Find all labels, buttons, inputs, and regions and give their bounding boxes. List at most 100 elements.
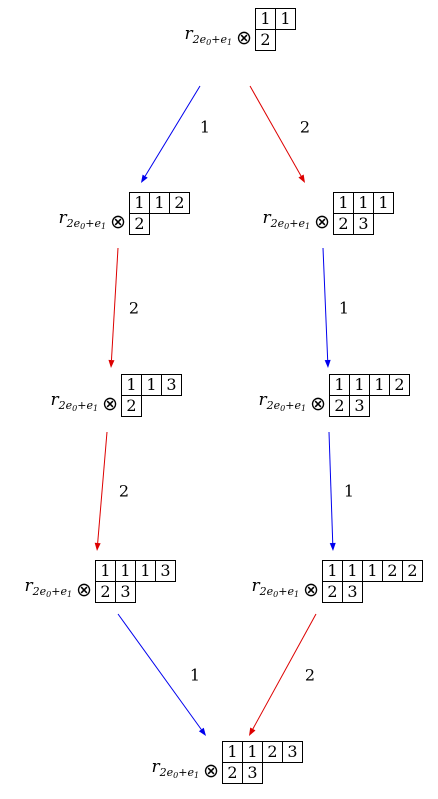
edge-arrow-r2-r3 — [328, 431, 336, 551]
edge-line — [117, 613, 202, 730]
weight-sub: 2e0+e1 — [270, 217, 311, 231]
tableau-cell: 1 — [275, 8, 296, 30]
arrowhead — [298, 174, 305, 183]
weight-r: r — [58, 208, 67, 228]
edge-line — [110, 247, 119, 361]
edge-line — [97, 431, 108, 544]
tableau-cell: 2 — [129, 213, 150, 235]
edge-label-l2-l3: 2 — [118, 481, 130, 501]
weight-label: r2e0+e1 — [51, 392, 99, 413]
weight-r: r — [50, 390, 59, 410]
tensor-product-symbol: ⊗ — [303, 579, 319, 601]
weight-sub: 2e0+e1 — [66, 217, 107, 231]
arrowhead — [198, 727, 206, 736]
tensor-product-symbol: ⊗ — [310, 393, 326, 415]
tableau-cell: 2 — [389, 374, 410, 396]
edge-line — [144, 85, 201, 177]
weight-label: r2e0+e1 — [59, 210, 107, 231]
edge-line — [252, 613, 317, 730]
weight-sub: 2e0+e1 — [32, 585, 73, 599]
edge-arrow-r1-r2 — [322, 247, 331, 368]
tableau-cell: 2 — [169, 192, 190, 214]
tensor-product-symbol: ⊗ — [203, 760, 219, 782]
tableau-row: 2 — [255, 29, 295, 51]
weight-label: r2e0+e1 — [263, 210, 311, 231]
arrowhead — [94, 542, 101, 551]
weight-r: r — [151, 757, 160, 777]
tableau-cell: 3 — [161, 374, 182, 396]
edge-arrow-top-r1 — [249, 85, 305, 183]
arrowhead — [141, 174, 148, 183]
edge-label-top-r1: 2 — [299, 117, 311, 137]
tableau-cell: 2 — [121, 395, 142, 417]
tableau-cell: 3 — [155, 560, 176, 582]
edge-arrow-top-l1 — [141, 85, 201, 183]
weight-r: r — [184, 24, 193, 44]
weight-sub: 2e0+e1 — [159, 766, 200, 780]
edge-line — [328, 431, 334, 544]
arrowhead — [324, 359, 331, 368]
edge-label-l3-bottom: 1 — [189, 665, 201, 685]
tensor-product-symbol: ⊗ — [110, 211, 126, 233]
edge-line — [249, 85, 302, 177]
tensor-product-symbol: ⊗ — [236, 27, 252, 49]
tableau-cell: 3 — [282, 741, 303, 763]
edge-label-r1-r2: 1 — [338, 298, 350, 318]
arrowhead — [108, 359, 115, 368]
tableau-cell: 3 — [242, 762, 263, 784]
weight-r: r — [262, 208, 271, 228]
weight-label: r2e0+e1 — [259, 392, 307, 413]
weight-r: r — [24, 576, 33, 596]
edge-line — [322, 247, 329, 361]
tableau-cell: 3 — [342, 581, 363, 603]
weight-label: r2e0+e1 — [252, 578, 300, 599]
tableau-row: 2 — [121, 395, 181, 417]
tableau-cell: 3 — [115, 581, 136, 603]
weight-sub: 2e0+e1 — [259, 585, 300, 599]
edge-arrow-l3-bottom — [117, 613, 206, 736]
tableau-cell: 2 — [402, 560, 423, 582]
arrowhead — [249, 727, 256, 736]
weight-label: r2e0+e1 — [25, 578, 73, 599]
edge-arrow-r3-bottom — [249, 613, 317, 736]
weight-label: r2e0+e1 — [185, 26, 233, 47]
tableau-row: 2 — [129, 213, 189, 235]
weight-label: r2e0+e1 — [152, 759, 200, 780]
tableau-cell: 3 — [353, 213, 374, 235]
weight-r: r — [251, 576, 260, 596]
edge-label-l1-l2: 2 — [128, 298, 140, 318]
tensor-product-symbol: ⊗ — [76, 579, 92, 601]
edge-arrow-l1-l2 — [108, 247, 119, 368]
weight-r: r — [258, 390, 267, 410]
edge-arrow-l2-l3 — [94, 431, 108, 551]
weight-sub: 2e0+e1 — [192, 33, 233, 47]
tableau-cell: 3 — [349, 395, 370, 417]
edge-label-top-l1: 1 — [199, 117, 211, 137]
tensor-product-symbol: ⊗ — [314, 211, 330, 233]
edge-label-r2-r3: 1 — [343, 481, 355, 501]
arrowhead — [329, 542, 336, 551]
tableau-cell: 1 — [373, 192, 394, 214]
weight-sub: 2e0+e1 — [58, 399, 99, 413]
tensor-product-symbol: ⊗ — [102, 393, 118, 415]
